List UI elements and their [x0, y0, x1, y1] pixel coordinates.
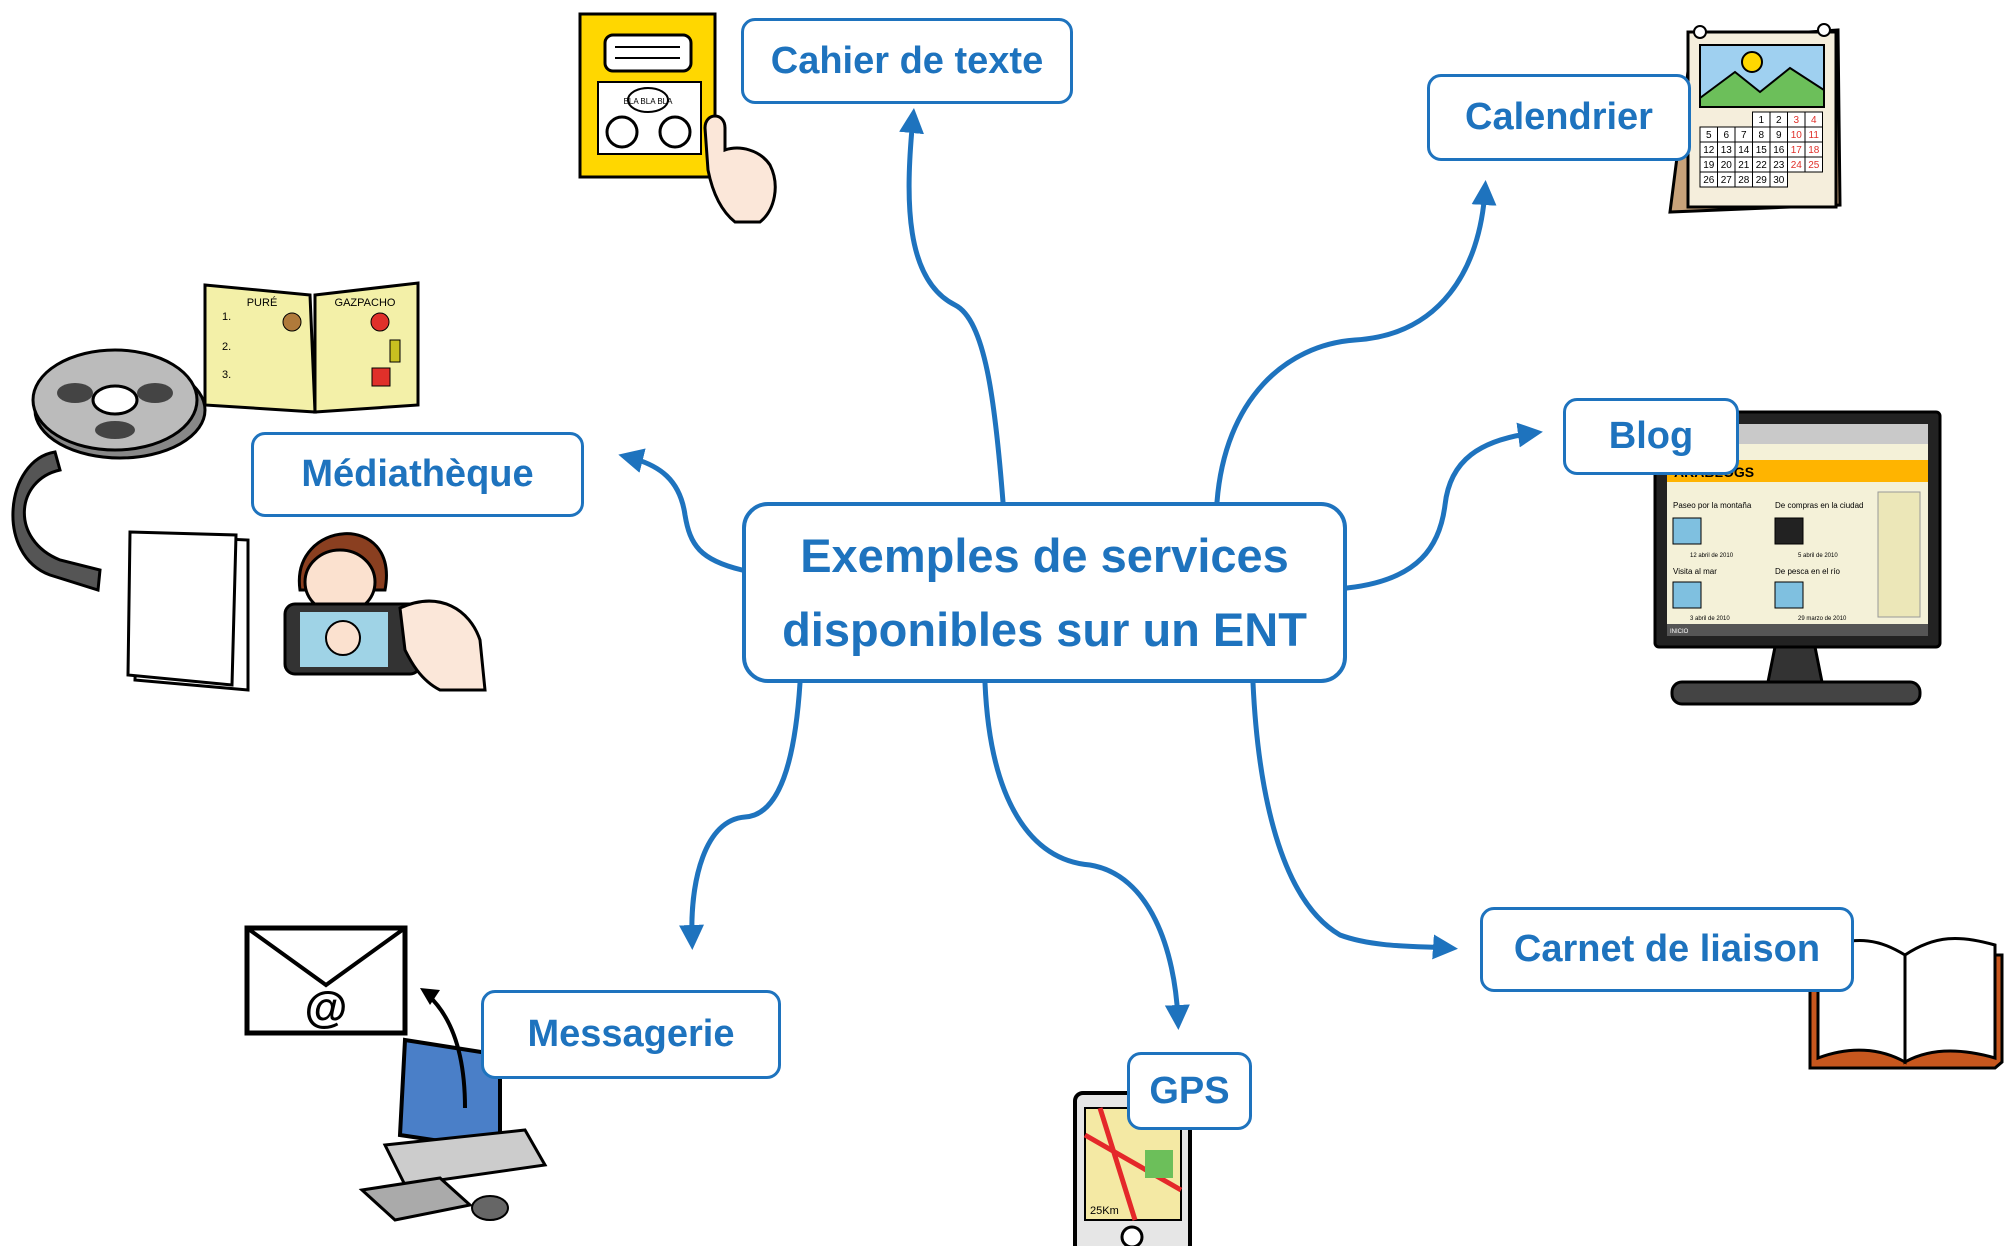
- recipe-step-3: 3.: [222, 369, 231, 381]
- speech-bubble-text: BLA BLA BLA: [624, 97, 674, 106]
- node-label-blog: Blog: [1608, 415, 1694, 457]
- connector-gps: [982, 680, 1190, 1030]
- node-cahier-de-texte: Cahier de texte: [741, 18, 1073, 104]
- calendar-day-label: 13: [1721, 145, 1733, 156]
- calendar-day-label: 28: [1738, 175, 1750, 186]
- connector-blog: [1344, 422, 1543, 591]
- connector-messagerie: [679, 680, 803, 950]
- calendar-day-label: 6: [1723, 130, 1729, 141]
- central-title-line-2: disponibles sur un ENT: [782, 602, 1307, 656]
- node-mediatheque: Médiathèque: [251, 432, 584, 517]
- calendar-day-label: 30: [1773, 175, 1785, 186]
- blog-date-3: 3 abril de 2010: [1690, 616, 1730, 622]
- calendar-day-label: 24: [1791, 160, 1803, 171]
- calendar-day-label: 3: [1793, 115, 1799, 126]
- calendar-day-label: 7: [1741, 130, 1747, 141]
- notebook-speech-icon: BLA BLA BLA: [578, 12, 777, 224]
- gps-scale-label: 25Km: [1090, 1205, 1119, 1217]
- node-label-calendrier: Calendrier: [1465, 96, 1653, 138]
- calendar-day-label: 2: [1776, 115, 1782, 126]
- central-node: Exemples de services disponibles sur un …: [742, 502, 1347, 683]
- calendar-day-label: 1: [1758, 115, 1764, 126]
- connector-calendrier: [1214, 180, 1497, 505]
- recipe-step-2: 2.: [222, 341, 231, 353]
- blog-post-4: De pesca en el río: [1775, 567, 1840, 576]
- calendar-day-label: 22: [1756, 160, 1768, 171]
- calendar-day-label: 27: [1721, 175, 1733, 186]
- calendar-day-cell: [1769, 171, 1788, 188]
- calendar-day-label: 12: [1703, 145, 1715, 156]
- connector-cahier: [899, 108, 1006, 505]
- calendar-day-label: 11: [1809, 130, 1820, 141]
- envelope-at-icon: @: [244, 925, 408, 1036]
- calendar-day-label: 9: [1776, 130, 1782, 141]
- node-label-mediatheque: Médiathèque: [301, 453, 534, 495]
- envelope-at-sign: @: [305, 983, 348, 1032]
- blog-date-2: 5 abril de 2010: [1798, 553, 1838, 559]
- node-carnet-de-liaison: Carnet de liaison: [1480, 907, 1854, 992]
- calendar-day-label: 17: [1791, 145, 1803, 156]
- paper-stack-icon: [126, 530, 250, 692]
- calendar-day-label: 25: [1808, 160, 1820, 171]
- node-label-gps: GPS: [1149, 1069, 1230, 1112]
- node-label-cahier: Cahier de texte: [770, 39, 1044, 82]
- blog-post-3: Visita al mar: [1673, 567, 1717, 576]
- node-gps: GPS: [1127, 1052, 1252, 1130]
- calendar-day-label: 20: [1721, 160, 1733, 171]
- node-messagerie: Messagerie: [481, 990, 781, 1079]
- recipe-right-title: GAZPACHO: [335, 297, 396, 309]
- calendar-day-label: 16: [1773, 145, 1785, 156]
- smartphone-photo-icon: [283, 532, 487, 692]
- open-book-icon: [1808, 936, 2004, 1070]
- calendar-day-label: 29: [1756, 175, 1768, 186]
- node-label-carnet: Carnet de liaison: [1513, 928, 1821, 970]
- blog-post-2: De compras en la ciudad: [1775, 501, 1864, 510]
- film-reel-icon: [11, 348, 207, 592]
- node-blog: Blog: [1563, 398, 1739, 475]
- calendar-day-label: 14: [1738, 145, 1750, 156]
- calendar-day-label: 18: [1808, 145, 1820, 156]
- calendar-day-label: 10: [1791, 130, 1803, 141]
- node-calendrier: Calendrier: [1427, 74, 1691, 161]
- central-title-line-1: Exemples de services: [800, 528, 1289, 582]
- blog-date-4: 29 marzo de 2010: [1798, 616, 1847, 622]
- blog-date-1: 12 abril de 2010: [1690, 553, 1734, 559]
- desktop-computer-icon: [358, 988, 548, 1222]
- blog-start-label: INICIO: [1670, 629, 1689, 635]
- recipe-step-1: 1.: [222, 311, 231, 323]
- calendar-day-label: 19: [1703, 160, 1715, 171]
- connector-carnet: [1250, 680, 1458, 960]
- calendar-day-label: 4: [1811, 115, 1817, 126]
- recipe-left-title: PURÉ: [247, 296, 278, 309]
- calendar-day-label: 26: [1703, 175, 1715, 186]
- connector-mediatheque: [618, 448, 745, 573]
- blog-post-1: Paseo por la montaña: [1673, 501, 1752, 510]
- calendar-day-cell: [1804, 156, 1823, 173]
- calendar-day-label: 15: [1756, 145, 1768, 156]
- calendar-day-label: 8: [1758, 130, 1764, 141]
- recipe-book-icon: PURÉ GAZPACHO 1. 2. 3.: [203, 281, 420, 414]
- calendar-day-label: 5: [1706, 130, 1712, 141]
- calendar-day-label: 23: [1773, 160, 1785, 171]
- calendar-day-label: 21: [1738, 160, 1750, 171]
- node-label-messagerie: Messagerie: [527, 1013, 735, 1055]
